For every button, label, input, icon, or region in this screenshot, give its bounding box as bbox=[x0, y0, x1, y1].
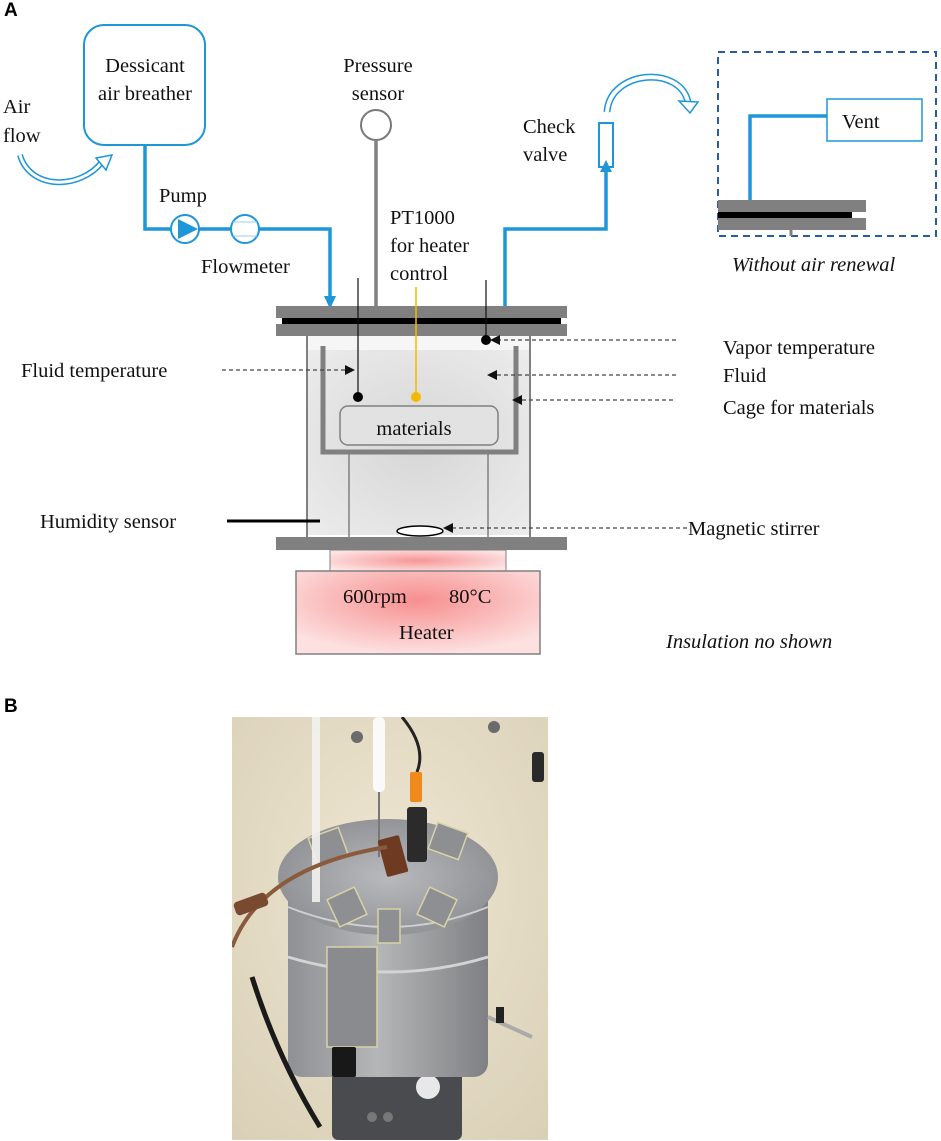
heater-body bbox=[295, 570, 541, 655]
stirrer-button bbox=[383, 1112, 393, 1122]
fluid-temp-sensor-dot bbox=[353, 392, 363, 402]
lid-top-plate bbox=[276, 306, 567, 318]
lid-bottom-plate bbox=[276, 324, 567, 336]
sensor-connector bbox=[410, 772, 422, 802]
side-valve-handle bbox=[496, 1007, 504, 1023]
pressure-sensor-label-line1: Pressure bbox=[343, 55, 412, 77]
ptfe-tube bbox=[312, 717, 320, 902]
sensor-cable bbox=[400, 717, 422, 773]
pressure-sensor-gauge-icon bbox=[360, 109, 392, 141]
air-flow-label-line1: Air bbox=[3, 96, 31, 118]
wall-clip bbox=[532, 752, 544, 782]
check-valve-label-line2: valve bbox=[523, 144, 567, 166]
pressure-sensor-label-line2: sensor bbox=[352, 83, 405, 105]
thermocouple-cable bbox=[232, 845, 388, 948]
stirrer-speed-label: 600rpm bbox=[343, 586, 407, 608]
inset-lid-bottom bbox=[718, 218, 866, 230]
flowmeter-icon bbox=[230, 214, 260, 244]
outlet-arrow-icon bbox=[600, 160, 612, 172]
inset-lid-top bbox=[718, 200, 866, 212]
heater-plate bbox=[329, 549, 507, 572]
cable-plug bbox=[233, 892, 269, 916]
outlet-pipe bbox=[503, 170, 608, 307]
materials-box bbox=[339, 405, 499, 446]
heater-label: Heater bbox=[399, 622, 454, 644]
pt1000-label-line3: control bbox=[390, 263, 448, 285]
dessicant-label-line2: air breather bbox=[98, 83, 192, 105]
side-valve-pipe bbox=[487, 1015, 533, 1039]
stirrer-knob bbox=[416, 1075, 440, 1099]
insulation-note: Insulation no shown bbox=[665, 631, 832, 653]
panel-a-label: A bbox=[4, 0, 18, 21]
air-flow-label-line2: flow bbox=[3, 125, 41, 147]
vapor-region bbox=[307, 336, 530, 350]
pt1000-sensor-dot bbox=[411, 392, 421, 402]
inlet-arrow-icon bbox=[324, 296, 336, 309]
inset-lid-seal bbox=[718, 212, 852, 218]
cable-box bbox=[332, 1047, 356, 1077]
lid-seal bbox=[282, 318, 561, 324]
without-air-renewal-label: Without air renewal bbox=[732, 254, 896, 276]
vapor-temp-sensor-dot bbox=[481, 335, 491, 345]
panel-b-label: B bbox=[4, 696, 18, 717]
without-air-renewal-box bbox=[717, 51, 937, 237]
vapor-temperature-label: Vapor temperature bbox=[723, 337, 875, 359]
pt1000-label-line1: PT1000 bbox=[390, 207, 455, 229]
fluid-temperature-label: Fluid temperature bbox=[21, 360, 167, 382]
cage-for-materials-label: Cage for materials bbox=[723, 397, 874, 419]
exhaust-arrow-icon bbox=[603, 73, 700, 115]
heater-temp-label: 80°C bbox=[449, 586, 491, 608]
materials-label: materials bbox=[376, 418, 451, 440]
wall-bolt bbox=[351, 731, 363, 743]
heater-cable bbox=[249, 976, 323, 1129]
pt1000-label-line2: for heater bbox=[390, 235, 469, 257]
humidity-sensor-label: Humidity sensor bbox=[40, 511, 176, 533]
jacket-flap bbox=[326, 946, 378, 1048]
vent-pipe bbox=[748, 114, 827, 200]
vessel-base-plate bbox=[276, 537, 567, 550]
magnetic-stirrer-bar bbox=[396, 525, 444, 537]
probe-sleeve bbox=[373, 717, 385, 792]
magnetic-stirrer-label: Magnetic stirrer bbox=[688, 518, 820, 540]
vent-label: Vent bbox=[842, 111, 880, 133]
setup-schematic: Air flow Dessicant air breather Pump Flo… bbox=[3, 24, 937, 655]
fluid-label: Fluid bbox=[723, 365, 766, 387]
dessicant-label-line1: Dessicant bbox=[105, 55, 185, 77]
pump-icon bbox=[170, 214, 200, 244]
stirrer-button bbox=[367, 1112, 377, 1122]
flowmeter-label: Flowmeter bbox=[201, 256, 290, 278]
pump-label: Pump bbox=[159, 185, 207, 207]
check-valve-label-line1: Check bbox=[523, 116, 576, 138]
pressure-transducer bbox=[407, 807, 427, 862]
setup-photo bbox=[232, 717, 548, 1140]
air-flow-arrow-icon bbox=[17, 153, 114, 186]
vent-box bbox=[826, 98, 923, 142]
wall-bolt bbox=[488, 721, 500, 733]
